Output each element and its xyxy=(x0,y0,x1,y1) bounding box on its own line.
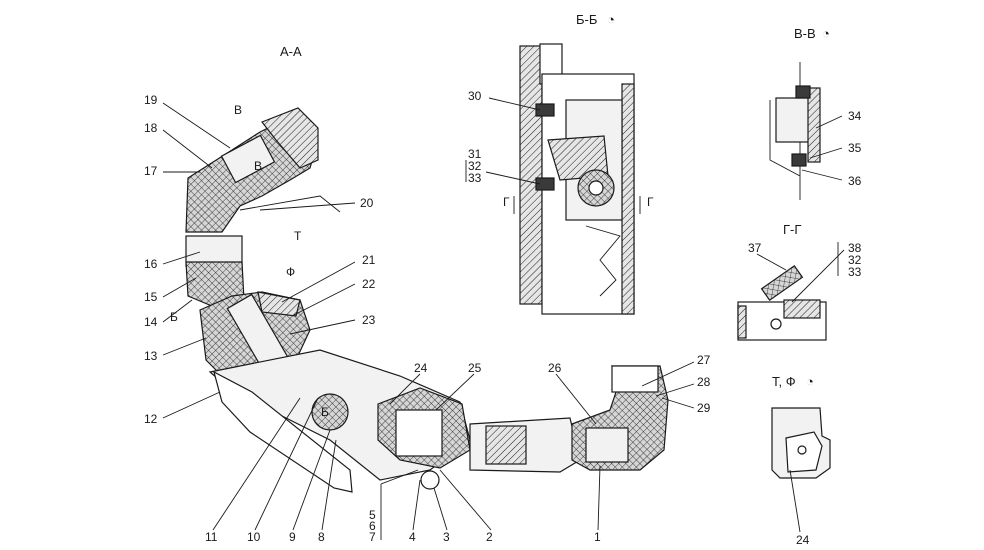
vv-screw-bottom xyxy=(791,153,807,167)
view-sign-tf: ◔ xyxy=(806,374,814,389)
section-title-aa: А-А xyxy=(280,44,302,59)
callout-6: 6 xyxy=(369,519,376,533)
callout-23: 23 xyxy=(362,313,376,327)
bb-screw-30 xyxy=(535,103,555,117)
bb-spring xyxy=(585,225,621,297)
leader-36 xyxy=(801,169,843,181)
callout-3: 3 xyxy=(443,530,450,544)
section-vv-view: В-В ◔ xyxy=(769,26,843,200)
pin xyxy=(420,470,440,490)
leader-24-tf xyxy=(789,469,801,533)
callout-29: 29 xyxy=(697,401,711,415)
section-gg-view: Г-Г xyxy=(737,222,845,341)
callout-7: 7 xyxy=(369,530,376,544)
mark-v-lower: В xyxy=(254,159,262,173)
arm-bracket xyxy=(213,370,353,493)
callout-20: 20 xyxy=(360,196,374,210)
callout-33-bb: 33 xyxy=(468,171,482,185)
callout-4: 4 xyxy=(409,530,416,544)
section-title-tf: Т, Ф xyxy=(772,374,796,389)
callout-33-gg: 33 xyxy=(848,265,862,279)
gg-block xyxy=(783,299,821,319)
vv-screw-top xyxy=(795,85,811,99)
section-title-bb: Б-Б xyxy=(576,12,597,27)
callout-10: 10 xyxy=(247,530,261,544)
leader-35 xyxy=(809,147,843,159)
upper-bracket-line xyxy=(239,195,341,213)
callout-9: 9 xyxy=(289,530,296,544)
bb-left-wall xyxy=(519,45,543,305)
section-title-vv: В-В xyxy=(794,26,816,41)
callout-32-gg: 32 xyxy=(848,253,862,267)
view-sign-vv: ◔ xyxy=(822,26,830,41)
callout-24: 24 xyxy=(414,361,428,375)
callout-21: 21 xyxy=(362,253,376,267)
callout-38: 38 xyxy=(848,241,862,255)
leader-lines xyxy=(162,102,695,540)
callout-28: 28 xyxy=(697,375,711,389)
section-tf-view: Т, Ф ◔ xyxy=(771,374,831,533)
mark-v-upper: В xyxy=(234,103,242,117)
callout-11: 11 xyxy=(205,530,218,544)
leader-37 xyxy=(756,253,787,271)
callout-25: 25 xyxy=(468,361,482,375)
leader-34 xyxy=(815,115,843,129)
leader-38-33 xyxy=(791,249,845,303)
callout-35: 35 xyxy=(848,141,862,155)
gg-left-wall xyxy=(737,305,747,339)
callout-26: 26 xyxy=(548,361,562,375)
main-assembly-view: А-А В В Т Ф Б Б xyxy=(162,44,695,540)
callout-14: 14 xyxy=(144,315,158,329)
upper-spring-block xyxy=(220,134,276,184)
gg-bolt xyxy=(770,318,782,330)
section-bb-view: Б-Б ◔ Г Г xyxy=(465,12,654,315)
callout-2: 2 xyxy=(486,530,493,544)
leader-30 xyxy=(488,97,541,111)
callout-17: 17 xyxy=(144,164,158,178)
mark-t: Т xyxy=(294,229,302,243)
callout-16: 16 xyxy=(144,257,158,271)
callout-34: 34 xyxy=(848,109,862,123)
callout-19: 19 xyxy=(144,93,158,107)
bb-screw-31 xyxy=(535,177,555,191)
section-title-gg: Г-Г xyxy=(783,222,801,237)
callout-5: 5 xyxy=(369,508,376,522)
vv-wall xyxy=(807,87,821,163)
right-tube-insert xyxy=(485,425,527,465)
callout-8: 8 xyxy=(318,530,325,544)
mark-b-pivot: Б xyxy=(321,405,329,419)
mark-g-right: Г xyxy=(647,195,654,209)
callout-30: 30 xyxy=(468,89,482,103)
callout-36: 36 xyxy=(848,174,862,188)
elbow-cap xyxy=(611,365,659,393)
gg-lever xyxy=(760,264,804,302)
leader-31-33 xyxy=(485,171,541,185)
elbow-insert xyxy=(585,427,629,463)
mark-g-left: Г xyxy=(503,195,510,209)
callout-numbers: 1 2 3 4 5 6 7 8 9 10 11 12 13 14 15 16 1… xyxy=(144,89,862,547)
upper-cap xyxy=(261,107,319,169)
callout-13: 13 xyxy=(144,349,158,363)
view-sign-bb: ◔ xyxy=(607,12,615,27)
bb-roller-hub xyxy=(588,180,604,196)
callout-12: 12 xyxy=(144,412,158,426)
mark-f: Ф xyxy=(286,265,295,279)
callout-15: 15 xyxy=(144,290,158,304)
vv-plug xyxy=(775,97,811,143)
callout-27: 27 xyxy=(697,353,711,367)
bb-right-wall xyxy=(621,83,635,315)
callout-24-tf: 24 xyxy=(796,533,810,547)
coupling-cavity xyxy=(395,409,443,457)
mark-b-left: Б xyxy=(170,310,178,324)
callout-37: 37 xyxy=(748,241,762,255)
callout-32-bb: 32 xyxy=(468,159,482,173)
callout-18: 18 xyxy=(144,121,158,135)
callout-31: 31 xyxy=(468,147,482,161)
callout-1: 1 xyxy=(594,530,601,544)
tf-hole xyxy=(797,445,807,455)
callout-22: 22 xyxy=(362,277,376,291)
